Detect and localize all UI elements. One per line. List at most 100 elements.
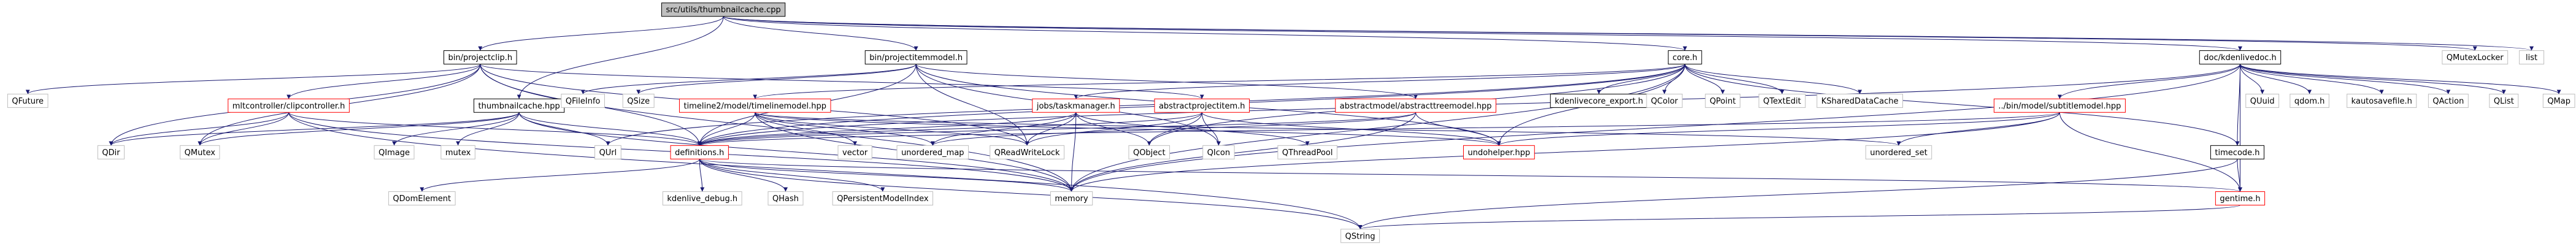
node-qaction[interactable]: QAction <box>2428 93 2469 108</box>
node-mutex[interactable]: mutex <box>440 145 475 159</box>
edge-definitions-to-memory <box>699 158 1074 192</box>
node-kautosave[interactable]: kautosavefile.h <box>2347 93 2417 108</box>
edge-definitions-to-gentime <box>699 158 2242 192</box>
node-memory[interactable]: memory <box>1050 191 1093 206</box>
node-vector[interactable]: vector <box>837 145 872 159</box>
node-abstracttreemodel[interactable]: abstractmodel/abstracttreemodel.hpp <box>1335 98 1496 113</box>
node-box <box>2347 93 2417 108</box>
node-subtitlemodel[interactable]: ../bin/model/subtitlemodel.hpp <box>1993 98 2126 113</box>
node-qsize[interactable]: QSize <box>622 93 655 108</box>
node-box <box>1817 93 1903 108</box>
node-label: QFuture <box>12 97 44 106</box>
edge-definitions-to-kdenlivedebug <box>699 159 705 192</box>
edge-root-to-thumbhpp <box>517 16 724 99</box>
edge-timecode-to-qstring <box>1358 159 2238 229</box>
edge-kdenlivedoc-to-quuid <box>2240 64 2265 94</box>
node-label: gentime.h <box>2220 194 2260 204</box>
edge-kdenlivedoc-to-memory <box>1069 64 2240 192</box>
node-qstring[interactable]: QString <box>1340 229 1380 243</box>
node-label: unordered_set <box>1870 148 1927 158</box>
node-qdir[interactable]: QDir <box>97 145 125 159</box>
node-box <box>662 191 742 206</box>
edge-abstractprojitem-to-undohelper <box>1201 112 1501 146</box>
node-kdenlivedebug[interactable]: kdenlive_debug.h <box>662 191 742 206</box>
node-qfuture[interactable]: QFuture <box>7 93 48 108</box>
node-unordered_set[interactable]: unordered_set <box>1865 145 1932 159</box>
node-mltclipctrl[interactable]: mltcontroller/clipcontroller.h <box>228 98 350 113</box>
node-qimage[interactable]: QImage <box>374 145 415 159</box>
node-label: jobs/taskmanager.h <box>1036 102 1115 111</box>
edge-subtitlemodel-to-memory <box>1069 112 2060 192</box>
node-qpoint[interactable]: QPoint <box>1705 93 1740 108</box>
node-timecode[interactable]: timecode.h <box>2210 145 2265 159</box>
node-cliph[interactable]: bin/projectclip.h <box>443 50 517 65</box>
node-abstractprojitem[interactable]: abstractprojectitem.h <box>1154 98 1250 113</box>
edge-timelinemodel-to-unordered_set <box>755 112 1901 146</box>
node-label: definitions.h <box>675 148 724 158</box>
node-qmutexlocker[interactable]: QMutexLocker <box>2442 50 2509 65</box>
node-undohelper[interactable]: undohelper.hpp <box>1463 145 1535 159</box>
node-qlist[interactable]: QList <box>2489 93 2519 108</box>
node-label: bin/projectclip.h <box>448 53 512 63</box>
node-kshared[interactable]: KSharedDataCache <box>1817 93 1903 108</box>
node-qdom[interactable]: qdom.h <box>2290 93 2329 108</box>
edge-kdenlivedoc-to-qlist <box>2240 64 2506 94</box>
node-label: QImage <box>379 148 410 158</box>
node-box <box>2428 93 2469 108</box>
node-qpersistent[interactable]: QPersistentModelIndex <box>832 191 934 206</box>
edge-taskmanager-to-unordered_map <box>930 112 1077 146</box>
node-gentime[interactable]: gentime.h <box>2215 191 2266 206</box>
node-qdomelement[interactable]: QDomElement <box>388 191 456 206</box>
node-label: QObject <box>1133 148 1166 158</box>
node-qtextedit[interactable]: QTextEdit <box>1758 93 1806 108</box>
node-thumbhpp[interactable]: thumbnailcache.hpp <box>473 98 565 113</box>
node-list[interactable]: list <box>2519 50 2545 65</box>
node-box <box>1335 98 1496 113</box>
node-label: kdenlivecore_export.h <box>1555 97 1643 106</box>
node-kdenlivedoc[interactable]: doc/kdenlivedoc.h <box>2199 50 2282 65</box>
node-label: abstractmodel/abstracttreemodel.hpp <box>1340 102 1492 111</box>
node-quuid[interactable]: QUuid <box>2245 93 2280 108</box>
node-qfileinfo[interactable]: QFileInfo <box>561 93 606 108</box>
edge-definitions-to-qstring <box>699 159 1363 229</box>
node-box <box>1277 145 1337 159</box>
node-label: QThreadPool <box>1282 148 1333 158</box>
node-label: qdom.h <box>2294 97 2325 106</box>
node-root[interactable]: src/utils/thumbnailcache.cpp <box>661 2 786 17</box>
node-qhash[interactable]: QHash <box>767 191 804 206</box>
node-qurl[interactable]: QUrl <box>594 145 621 159</box>
edge-timelinemodel-to-vector <box>755 112 858 146</box>
node-qcolor[interactable]: QColor <box>1646 93 1683 108</box>
node-taskmanager[interactable]: jobs/taskmanager.h <box>1032 98 1120 113</box>
node-label: QDir <box>102 148 120 158</box>
node-box <box>2290 93 2329 108</box>
node-box <box>440 145 475 159</box>
node-qicon[interactable]: QIcon <box>1202 145 1235 159</box>
node-label: QList <box>2494 97 2514 106</box>
edge-definitions-to-qpersistent <box>699 159 885 192</box>
edge-definitions-to-qhash <box>699 159 788 192</box>
node-qreadwritelock[interactable]: QReadWriteLock <box>990 145 1065 159</box>
edge-gentime-to-qstring <box>1358 205 2240 230</box>
node-box <box>1667 50 1702 65</box>
node-qmap[interactable]: QMap <box>2542 93 2575 108</box>
node-label: QUrl <box>599 148 617 158</box>
node-definitions[interactable]: definitions.h <box>670 145 729 159</box>
node-box <box>2210 145 2265 159</box>
node-projitemmodel[interactable]: bin/projectitemmodel.h <box>864 50 967 65</box>
node-kdenlivecoreexport[interactable]: kdenlivecore_export.h <box>1550 93 1648 108</box>
edge-root-to-kdenlivedoc <box>723 16 2242 51</box>
node-box <box>2519 50 2545 65</box>
node-box <box>1865 145 1932 159</box>
edge-timelinemodel-to-definitions <box>697 112 756 146</box>
node-qmutex[interactable]: QMutex <box>180 145 220 159</box>
node-label: QTextEdit <box>1763 97 1801 106</box>
node-qthreadpool[interactable]: QThreadPool <box>1277 145 1337 159</box>
node-timelinemodel[interactable]: timeline2/model/timelinemodel.hpp <box>679 98 831 113</box>
node-coreh[interactable]: core.h <box>1667 50 1702 65</box>
node-label: QPoint <box>1710 97 1736 106</box>
node-qobject[interactable]: QObject <box>1128 145 1171 159</box>
node-box <box>864 50 967 65</box>
node-box <box>1705 93 1740 108</box>
node-unordered_map[interactable]: unordered_map <box>896 145 969 159</box>
